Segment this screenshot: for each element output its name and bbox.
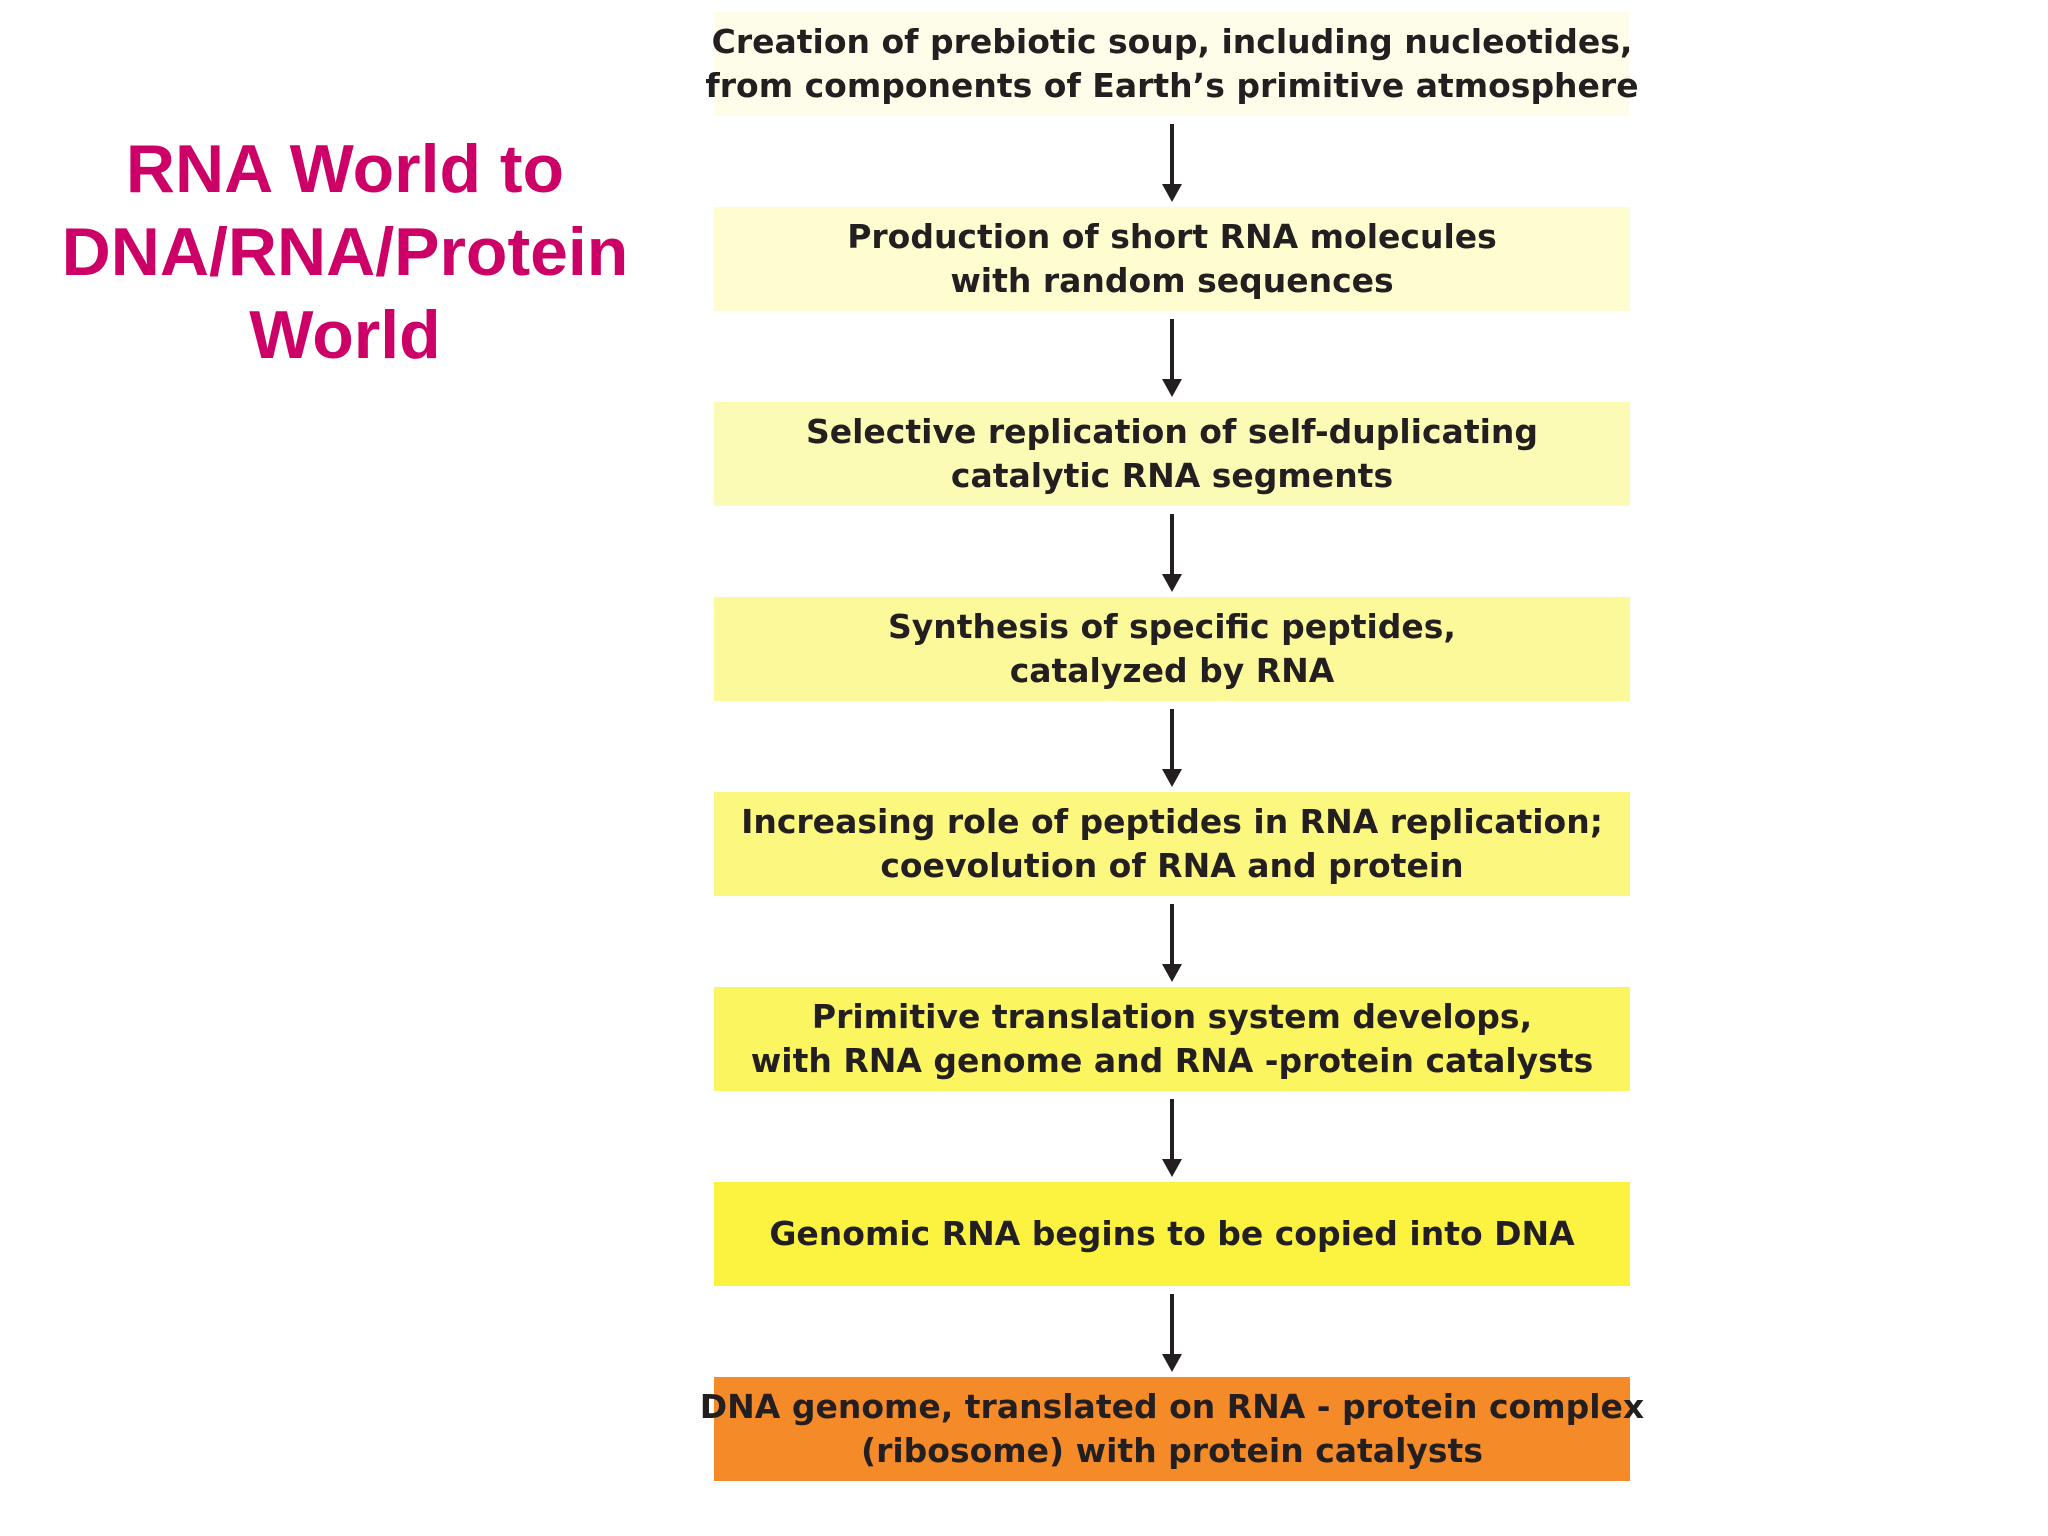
flow-arrow-down-icon	[1157, 319, 1187, 405]
slide-title: RNA World to DNA/RNA/Protein World	[40, 128, 650, 377]
flow-arrow-down-icon	[1157, 1099, 1187, 1185]
flow-step-4-line-1: Synthesis of specific peptides,	[888, 607, 1456, 646]
flow-step-4-text: Synthesis of specific peptides, catalyzed…	[888, 605, 1456, 693]
flow-step-1: Creation of prebiotic soup, including nu…	[705, 12, 1639, 116]
flow-arrow-down-icon	[1157, 124, 1187, 210]
flow-step-3-line-2: catalytic RNA segments	[950, 456, 1394, 495]
flow-step-8-text: DNA genome, translated on RNA - protein …	[700, 1385, 1644, 1473]
flow-step-2-text: Production of short RNA molecules with ra…	[847, 215, 1497, 303]
flow-step-6-line-1: Primitive translation system develops,	[811, 997, 1533, 1036]
flow-step-7-text: Genomic RNA begins to be copied into DNA	[769, 1212, 1574, 1256]
evolution-flowchart: Creation of prebiotic soup, including nu…	[700, 12, 1644, 1482]
flow-step-3-line-1: Selective replication of self-duplicatin…	[805, 412, 1539, 451]
flow-step-2: Production of short RNA molecules with ra…	[714, 207, 1630, 311]
flow-step-6-text: Primitive translation system develops, wi…	[751, 995, 1593, 1083]
flow-step-5-text: Increasing role of peptides in RNA repli…	[741, 800, 1603, 888]
flow-step-5-line-1: Increasing role of peptides in RNA repli…	[741, 802, 1603, 841]
flow-step-3: Selective replication of self-duplicatin…	[714, 402, 1630, 506]
flow-step-6-line-2: with RNA genome and RNA -protein catalys…	[750, 1041, 1594, 1080]
flow-step-1-line-1: Creation of prebiotic soup, including nu…	[711, 22, 1633, 61]
flow-step-8-line-2: (ribosome) with protein catalysts	[861, 1431, 1483, 1470]
flow-arrow-down-icon	[1157, 709, 1187, 795]
flow-step-1-text: Creation of prebiotic soup, including nu…	[705, 20, 1638, 108]
flow-step-4: Synthesis of specific peptides, catalyzed…	[714, 597, 1630, 701]
flow-step-5-line-2: coevolution of RNA and protein	[880, 846, 1464, 885]
slide-title-line-1: RNA World to	[125, 131, 565, 207]
flow-step-2-line-2: with random sequences	[950, 261, 1394, 300]
flow-step-8-line-1: DNA genome, translated on RNA - protein …	[699, 1387, 1645, 1426]
flow-step-2-line-1: Production of short RNA molecules	[847, 217, 1497, 256]
flow-arrow-down-icon	[1157, 514, 1187, 600]
flow-arrow-down-icon	[1157, 1294, 1187, 1380]
flow-step-6: Primitive translation system develops, wi…	[714, 987, 1630, 1091]
flow-step-5: Increasing role of peptides in RNA repli…	[714, 792, 1630, 896]
flow-step-8: DNA genome, translated on RNA - protein …	[700, 1377, 1644, 1481]
flow-step-3-text: Selective replication of self-duplicatin…	[806, 410, 1538, 498]
flow-arrow-down-icon	[1157, 904, 1187, 990]
flow-step-7-line-1: Genomic RNA begins to be copied into DNA	[769, 1214, 1575, 1253]
flow-step-7: Genomic RNA begins to be copied into DNA	[714, 1182, 1630, 1286]
slide-title-line-2: DNA/RNA/Protein	[61, 214, 629, 290]
flow-step-1-line-2: from components of Earth’s primitive atm…	[705, 66, 1639, 105]
slide-title-line-3: World	[249, 297, 441, 373]
flow-step-4-line-2: catalyzed by RNA	[1009, 651, 1335, 690]
